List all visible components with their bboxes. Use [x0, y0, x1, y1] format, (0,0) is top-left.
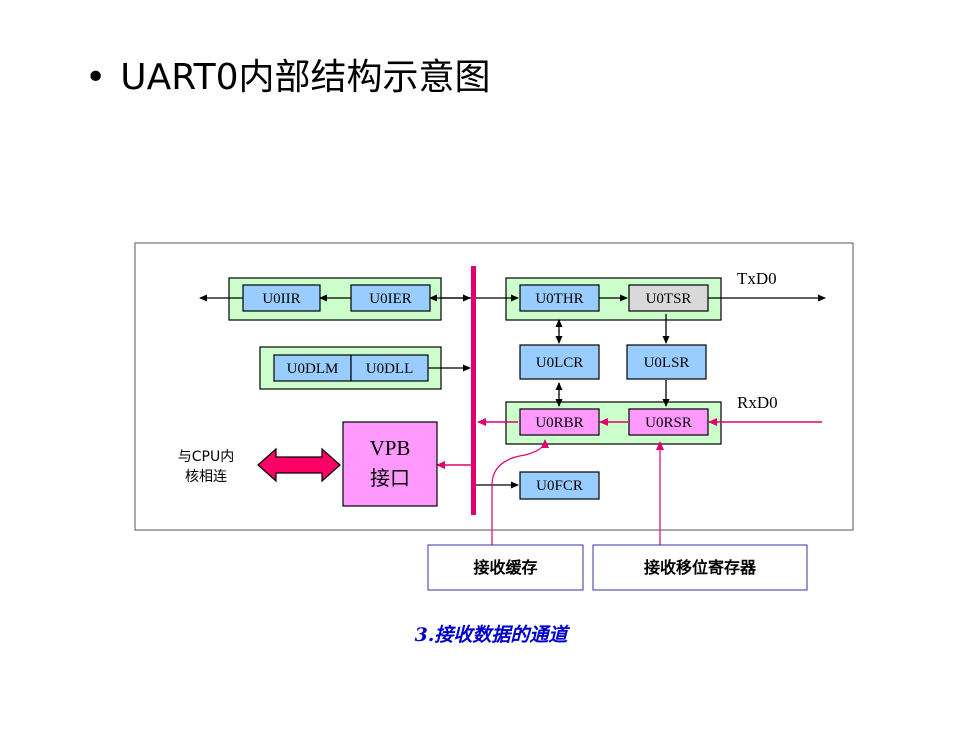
cpu-link-double-arrow [257, 447, 341, 483]
callout-receive-buffer-box [427, 544, 584, 591]
rxd0-label: RxD0 [737, 393, 778, 412]
u0dll-label: U0DLL [366, 361, 414, 377]
u0thr-label: U0THR [535, 291, 583, 307]
bullet: • [85, 57, 107, 98]
txd0-label: TxD0 [737, 269, 777, 288]
u0thr-box [519, 284, 600, 312]
u0fcr-label: U0FCR [536, 478, 583, 494]
u0tsr-box [628, 284, 709, 312]
slide-title: • UART0内部结构示意图 [85, 48, 491, 100]
u0rbr-box [519, 408, 600, 436]
u0lcr-label: U0LCR [536, 355, 584, 371]
u0lsr-box [626, 344, 707, 380]
diagram-caption: 3.接收数据的通道 [415, 624, 571, 646]
vpb-box [342, 421, 438, 507]
pointer-receive-buffer [491, 439, 549, 545]
title-text: UART0内部结构示意图 [120, 57, 491, 98]
u0lsr-label: U0LSR [644, 355, 690, 371]
u0lcr-box [519, 344, 600, 380]
u0dll-box [350, 354, 429, 382]
callout-receive-buffer: 接收缓存 [473, 558, 537, 577]
u0iir-box [242, 284, 321, 312]
u0fcr-box [519, 471, 600, 500]
u0rsr-label: U0RSR [645, 415, 692, 431]
vpb-interface-label: 接口 [370, 466, 410, 490]
cpu-link-label-1: 与CPU内 [178, 449, 234, 465]
u0rsr-box [628, 408, 709, 436]
cpu-link-label-2: 核相连 [185, 469, 227, 485]
u0iir-label: U0IIR [262, 291, 300, 307]
callout-receive-shift-register-box [592, 544, 808, 591]
u0dlm-box [273, 354, 352, 382]
callout-receive-shift-register: 接收移位寄存器 [644, 558, 757, 577]
u0dlm-label: U0DLM [287, 361, 339, 377]
u0tsr-label: U0TSR [646, 291, 692, 307]
u0ier-label: U0IER [369, 291, 412, 307]
internal-bus [471, 266, 476, 515]
u0ier-box [350, 284, 431, 312]
u0rbr-label: U0RBR [535, 415, 583, 431]
vpb-label: VPB [370, 436, 411, 460]
